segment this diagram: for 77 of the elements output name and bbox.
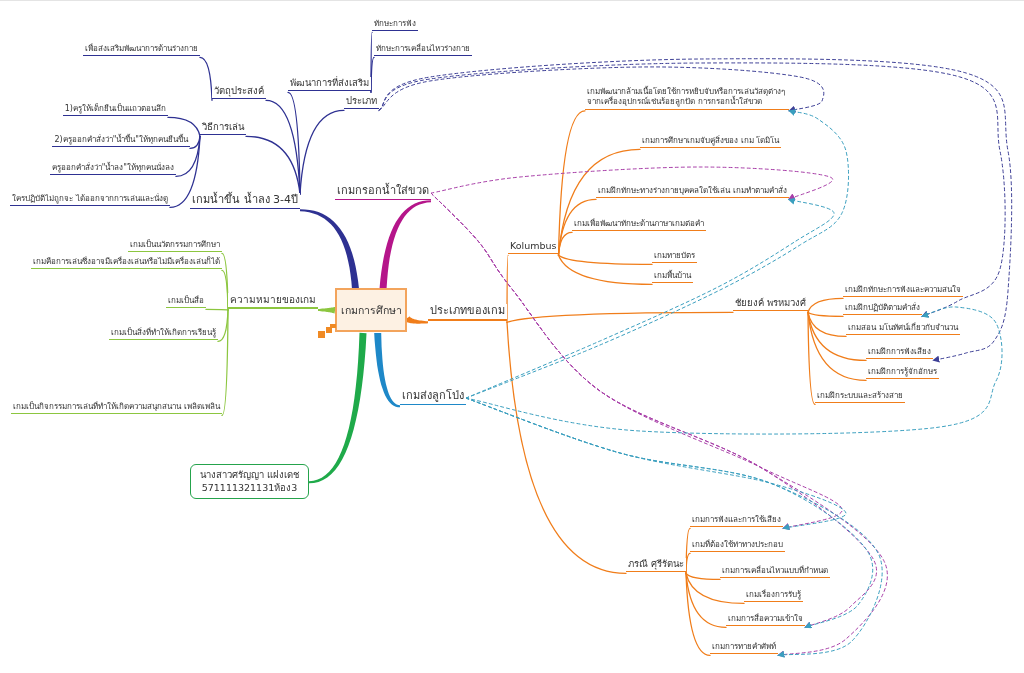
student-id-text: 571111321131ห้อง3	[201, 481, 298, 495]
topic-label: พัฒนาการที่ส่งเสริม	[288, 77, 371, 92]
main-branch-topic: ความหมายของเกม	[228, 293, 318, 309]
main-branch-line	[300, 209, 359, 290]
name-card	[190, 464, 310, 499]
branch-line	[685, 572, 721, 581]
topic-label: ภรณี ศุรีรัตนะ	[626, 558, 687, 573]
topic-label: เกมเป็นสื่อ	[166, 296, 206, 309]
topic-label: เกมฝึกการรู้จักอักษร	[866, 367, 939, 380]
topic-label: ครูออกคำสั่งว่า"น้ำลง"ให้ทุกคนนั่งลง	[49, 163, 176, 176]
main-branch-line	[309, 332, 367, 484]
topic-label: เกมการเคลื่อนไหวแบบที่กำหนด	[720, 566, 830, 579]
main-branch-topic: ประเภทของเกม	[428, 304, 507, 322]
branch-line	[807, 297, 844, 313]
topic-label: 2)ครูออกคำสั่งว่า"น้ำขึ้น"ให้ทุกคนยืนขึ้น	[52, 135, 190, 148]
branch-line	[169, 135, 201, 209]
topic-label: เกมการศึกษาเกมจับคู่สิ่งของ เกม โดมิโน	[640, 136, 782, 149]
topic-label: ประเภท	[344, 95, 379, 110]
branch-line	[557, 254, 653, 266]
topic-label: เกมเป็นนวัตกรรมการศึกษา	[128, 240, 222, 253]
main-branch-line	[404, 316, 428, 324]
topic-label: เกมการฟังและการใช้เสียง	[690, 515, 783, 528]
branch-line	[807, 311, 816, 406]
topic-label: ใครปฏิบัติไม่ถูกจะ ได้ออกจากการเล่นและนั่งดู	[10, 194, 170, 207]
topic-label: วัตถุประสงค์	[212, 85, 266, 100]
main-branch-line	[318, 306, 336, 314]
main-branch-topic: เกมน้ำขึ้น น้ำลง 3-4ปี	[190, 193, 300, 210]
topic-label: ทักษะการเคลื่อนไหวร่างกาย	[374, 44, 472, 57]
branch-line	[199, 56, 213, 101]
dashed-arrow	[378, 58, 1013, 363]
topic-label: เกมฝึกทักษะการฟังและความสนใจ	[843, 285, 963, 298]
branch-line	[299, 109, 345, 195]
branch-line	[506, 321, 627, 574]
topic-label: วิธีการเล่น	[200, 121, 246, 136]
branch-line	[221, 269, 229, 311]
branch-line	[370, 56, 375, 93]
topic-label: เกมฝึกระบบและสร้างสาย	[815, 391, 905, 404]
topic-label: ชัยยงค์ พรหมวงศ์	[733, 297, 809, 312]
topic-label: เกมคือการเล่นซึ่งอาจมีเครื่องเล่นหรือไม่มีเครื่องเล่นก็ได้	[31, 257, 222, 270]
topic-label: เกมพื้นบ้าน	[652, 271, 693, 284]
branch-line	[685, 572, 711, 657]
main-branch-topic: เกมส่งลูกโป่ง	[400, 389, 466, 406]
branch-line	[807, 311, 844, 318]
central-topic-box: เกมการศึกษา	[335, 288, 407, 332]
branch-line	[287, 91, 301, 195]
topic-label: เกมการสื่อความเข้าใจ	[726, 614, 805, 627]
topic-label: เกมฝึกทักษะทางร่างกายบุคคลใดใช้เล่น เกมทำตามคำสั่ง	[596, 186, 789, 199]
topic-label: เกมฝึกการฟังเสียง	[866, 347, 933, 360]
topic-label: เกมเพื่อพัฒนาทักษะด้านภาษาเกมต่อคำ	[572, 219, 706, 232]
topic-label: เกมทายบัตร	[652, 251, 697, 264]
branch-line	[167, 116, 201, 137]
branch-line	[506, 311, 734, 323]
branch-line	[685, 552, 691, 574]
dashed-arrow	[378, 62, 1006, 318]
topic-label: เกมฝึกปฏิบัติตามคำสั่ง	[843, 303, 922, 316]
branch-line	[557, 254, 653, 286]
topic-label: เกมเป็นสิ่งที่ทำให้เกิดการเรียนรู้	[109, 328, 218, 341]
branch-line	[557, 231, 573, 256]
student-name-text: นางสาวศรัญญา แฝงเดช	[200, 468, 300, 482]
branch-line	[506, 254, 509, 323]
topic-label: เกมการทายคำศัพท์	[710, 642, 778, 655]
topic-label: เกมที่ต้องใช้ท่าทางประกอบ	[690, 540, 785, 553]
main-branch-topic: เกมกรอกน้ำใส่ขวด	[335, 184, 431, 201]
dashed-arrow	[465, 197, 835, 399]
branch-line	[221, 309, 229, 417]
topic-label: เกมเป็นกิจกรรมการเล่นที่ทำให้เกิดความสนุกสนาน เพลิดเพลิน	[11, 402, 222, 415]
topic-label: Kolumbus	[508, 240, 559, 255]
main-branch-line	[379, 200, 431, 290]
topic-label: 1)ครูให้เด็กยืนเป็นแถวตอนลึก	[62, 104, 168, 117]
dashed-arrow	[430, 166, 834, 201]
topic-label: เกมสอน มโนทัศน์เกี่ยวกับจำนวน	[846, 323, 960, 336]
topic-label: เพื่อส่งเสริมพัฒนาการด้านร่างกาย	[83, 44, 200, 57]
branch-line	[205, 308, 229, 311]
topic-label: เกมพัฒนากล้ามเนื้อโดยใช้การหยิบจับหรือการเล่นวัสดุต่างๆจากเครื่องอุปกรณ์เช่นร้อยลูกปัด การกรอกน้ำใส่ขวด	[585, 87, 789, 110]
topic-label: เกมเรื่องการรับรู้	[744, 590, 803, 603]
topic-label: ทักษะการฟัง	[372, 19, 418, 32]
main-branch-line	[374, 332, 400, 408]
